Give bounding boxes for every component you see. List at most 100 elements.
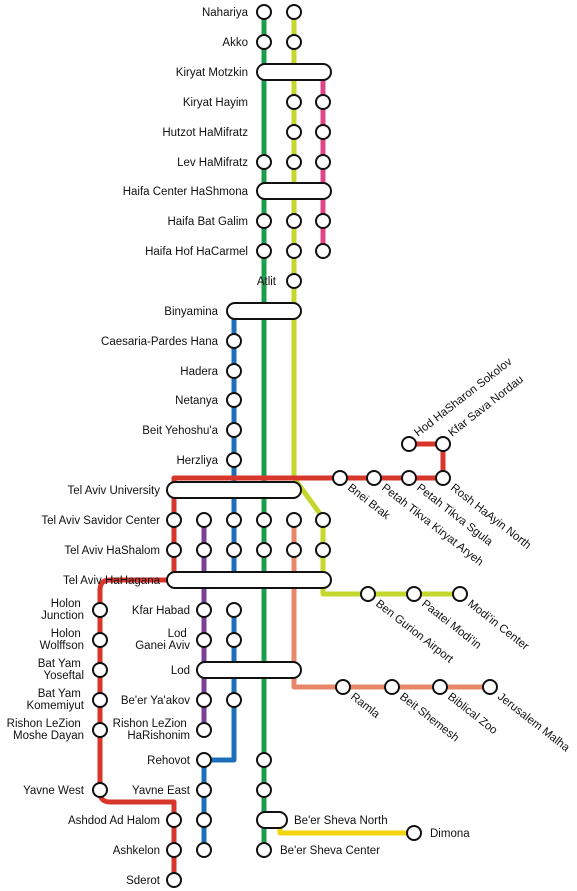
station-marker[interactable] [196, 542, 212, 558]
station-marker[interactable] [286, 542, 302, 558]
station-marker[interactable] [256, 512, 272, 528]
interchange-lod[interactable] [196, 661, 302, 679]
label-bat-yam-yoseftal: Bat Yam Yoseftal [38, 658, 84, 682]
station-marker[interactable] [286, 512, 302, 528]
label-tel-aviv-hahagana: Tel Aviv HaHagana [63, 575, 161, 587]
station-marker[interactable] [286, 243, 302, 259]
station-marker[interactable] [482, 679, 498, 695]
label-dimona: Dimona [430, 828, 470, 840]
station-marker[interactable] [360, 586, 376, 602]
label-haifa-center: Haifa Center HaShmona [123, 186, 249, 198]
station-marker[interactable] [335, 679, 351, 695]
interchange-beer-sheva-north[interactable] [256, 811, 288, 829]
line-red [97, 441, 446, 883]
station-marker[interactable] [166, 512, 182, 528]
label-rishon-moshe-dayan: Rishon LeZion Moshe Dayan [7, 718, 84, 742]
station-marker[interactable] [92, 692, 108, 708]
station-marker[interactable] [315, 542, 331, 558]
label-beer-yaakov: Be'er Ya'akov [121, 695, 190, 707]
station-marker[interactable] [166, 842, 182, 858]
label-sderot: Sderot [126, 875, 161, 887]
station-marker[interactable] [92, 662, 108, 678]
station-marker[interactable] [286, 4, 302, 20]
station-marker[interactable] [166, 812, 182, 828]
label-bat-yam-komemiyut: Bat Yam Komemiyut [26, 688, 84, 712]
station-marker[interactable] [256, 213, 272, 229]
station-marker[interactable] [196, 842, 212, 858]
station-marker[interactable] [256, 842, 272, 858]
station-marker[interactable] [256, 4, 272, 20]
label-holon-junction: Holon Junction [41, 598, 84, 622]
station-marker[interactable] [315, 154, 331, 170]
station-marker[interactable] [166, 872, 182, 888]
station-marker[interactable] [315, 94, 331, 110]
station-marker[interactable] [286, 154, 302, 170]
station-marker[interactable] [196, 782, 212, 798]
station-marker[interactable] [286, 124, 302, 140]
station-marker[interactable] [226, 422, 242, 438]
station-marker[interactable] [226, 632, 242, 648]
station-marker[interactable] [435, 470, 451, 486]
interchange-binyamina[interactable] [226, 302, 302, 320]
station-marker[interactable] [196, 632, 212, 648]
station-marker[interactable] [226, 602, 242, 618]
label-netanya: Netanya [175, 395, 218, 407]
station-marker[interactable] [256, 34, 272, 50]
label-tel-aviv-hashalom: Tel Aviv HaShalom [64, 545, 160, 557]
label-tel-aviv-savidor: Tel Aviv Savidor Center [41, 515, 160, 527]
label-binyamina: Binyamina [164, 306, 218, 318]
station-marker[interactable] [226, 363, 242, 379]
label-ashdod: Ashdod Ad Halom [68, 815, 160, 827]
station-marker[interactable] [435, 436, 451, 452]
station-markers [92, 4, 498, 888]
label-yavne-east: Yavne East [132, 785, 191, 797]
station-marker[interactable] [286, 273, 302, 289]
station-marker[interactable] [452, 586, 468, 602]
label-hadera: Hadera [180, 366, 218, 378]
station-marker[interactable] [332, 470, 348, 486]
station-marker[interactable] [92, 722, 108, 738]
station-marker[interactable] [384, 679, 400, 695]
station-marker[interactable] [366, 470, 382, 486]
station-marker[interactable] [256, 243, 272, 259]
station-marker[interactable] [92, 632, 108, 648]
station-marker[interactable] [256, 154, 272, 170]
station-marker[interactable] [226, 392, 242, 408]
station-marker[interactable] [196, 692, 212, 708]
interchange-tel-aviv-hahagana[interactable] [166, 571, 332, 589]
label-haifa-bat-galim: Haifa Bat Galim [167, 216, 248, 228]
interchange-tel-aviv-university[interactable] [166, 481, 302, 499]
station-marker[interactable] [196, 602, 212, 618]
station-marker[interactable] [166, 542, 182, 558]
station-marker[interactable] [196, 812, 212, 828]
station-marker[interactable] [226, 692, 242, 708]
interchange-haifa-center[interactable] [256, 182, 332, 200]
station-marker[interactable] [226, 333, 242, 349]
label-caesaria: Caesaria-Pardes Hana [101, 336, 219, 348]
station-marker[interactable] [315, 243, 331, 259]
station-marker[interactable] [315, 512, 331, 528]
station-marker[interactable] [256, 542, 272, 558]
station-marker[interactable] [226, 542, 242, 558]
station-marker[interactable] [226, 452, 242, 468]
station-marker[interactable] [406, 825, 422, 841]
station-marker[interactable] [401, 470, 417, 486]
station-marker[interactable] [432, 679, 448, 695]
station-marker[interactable] [92, 602, 108, 618]
station-marker[interactable] [315, 213, 331, 229]
station-marker[interactable] [256, 752, 272, 768]
station-marker[interactable] [256, 782, 272, 798]
station-marker[interactable] [92, 782, 108, 798]
station-marker[interactable] [196, 722, 212, 738]
station-marker[interactable] [196, 512, 212, 528]
station-marker[interactable] [315, 124, 331, 140]
station-marker[interactable] [401, 436, 417, 452]
station-marker[interactable] [196, 752, 212, 768]
station-marker[interactable] [286, 94, 302, 110]
station-marker[interactable] [406, 586, 422, 602]
station-marker[interactable] [226, 512, 242, 528]
label-nahariya: Nahariya [202, 7, 249, 19]
station-marker[interactable] [286, 213, 302, 229]
interchange-kiryat-motzkin[interactable] [256, 63, 332, 81]
station-marker[interactable] [286, 34, 302, 50]
